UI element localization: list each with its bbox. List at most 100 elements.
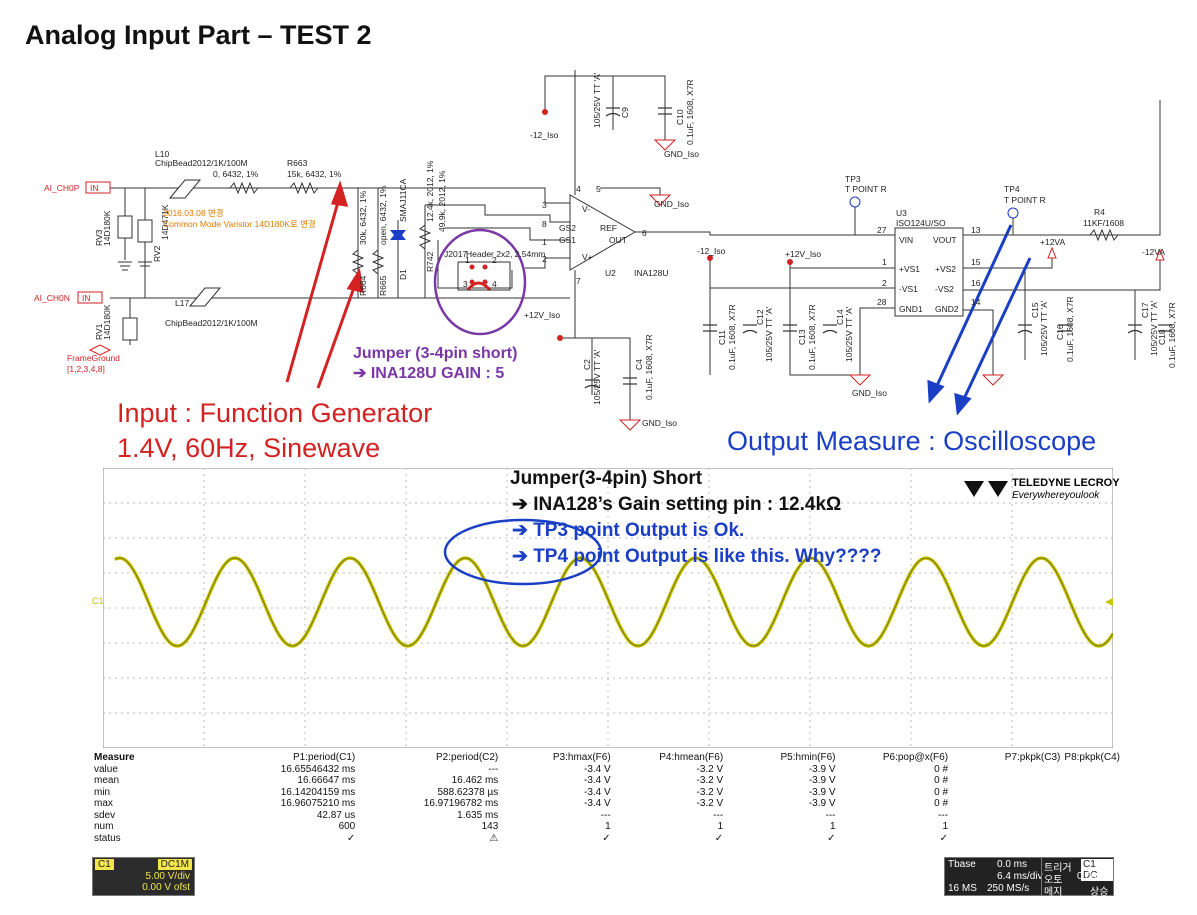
tp3-ref: TP3 (845, 174, 861, 184)
u3-pin-vin: VIN (899, 235, 913, 245)
trigger-slope: 상승 (1090, 887, 1109, 898)
measure-cell: 1 (605, 821, 611, 832)
c16-ref: C16 (1055, 324, 1065, 340)
r662-zigzag (229, 181, 259, 195)
jumper-pin-4: 4 (492, 279, 497, 289)
measure-cell (1062, 833, 1122, 845)
trigger-label: 트리거 (1044, 863, 1072, 874)
channel-info-box[interactable]: C1 DC1M 5.00 V/div 0.00 V ofst (92, 857, 195, 896)
c4-val: 0.1uF, 1608, X7R (644, 334, 654, 400)
c18-ref: C18 (1157, 329, 1167, 345)
c13-val: 0.1uF, 1608, X7R (807, 304, 817, 370)
c17-ref: C17 (1140, 302, 1150, 318)
input-annotation-line1: Input : Function Generator (117, 398, 433, 428)
u3-pin-vs2p: +VS2 (935, 264, 956, 274)
measure-cell (950, 833, 1062, 845)
rv1-box (122, 317, 138, 341)
c15-val: 105/25V TT 'A' (1039, 300, 1049, 356)
trigger-channel: C1 DC (1081, 859, 1113, 881)
measure-cell: 588.62378 µs (437, 786, 499, 798)
measure-cell: mean (94, 775, 120, 786)
pin-vplus: V+ (582, 252, 593, 262)
measure-cell: 0 # (934, 763, 949, 775)
measure-cell: 16.65546432 ms (280, 763, 356, 775)
measure-cell: 1 (829, 821, 836, 832)
measure-cell: status (94, 832, 121, 844)
r665-zigzag (371, 249, 385, 275)
u3-pin-vout: VOUT (933, 235, 957, 245)
measure-cell (1062, 775, 1122, 787)
measure-cell: 16.97196782 ms (423, 798, 499, 809)
u3-pin-vs1p: +VS1 (899, 264, 920, 274)
r665-ref: R665 (378, 275, 388, 296)
r4-ref: R4 (1094, 207, 1105, 217)
channel-name: C1 (95, 859, 114, 870)
measure-cell: --- (825, 809, 836, 821)
measure-header-8: P8:pkpk(C4) (1064, 752, 1120, 763)
measure-cell: --- (600, 809, 611, 821)
r662-val: 0, 6432, 1% (213, 169, 259, 179)
note-line4: ➔ TP4 point Output is like this. Why???? (512, 546, 882, 567)
jumper-ref: J2017 (444, 249, 467, 259)
iso124-symbol (894, 227, 964, 317)
u3-pin-13: 13 (971, 225, 981, 235)
net-ai-ch0n: AI_CH0N (34, 293, 70, 303)
measure-header-0: Measure (94, 752, 135, 763)
r4-val: 11KF/1608 (1083, 218, 1124, 228)
measure-cell (1062, 787, 1122, 799)
output-arrow-2 (960, 257, 1032, 404)
input-arrow-1 (285, 194, 342, 383)
measure-header-1: P1:period(C1) (292, 752, 356, 763)
measure-cell: -3.4 V (583, 786, 611, 798)
measure-cell: --- (938, 809, 949, 821)
measure-cell (950, 787, 1062, 799)
d1-val: SMAJ11CA (398, 178, 408, 222)
measure-cell: value (94, 763, 118, 775)
tp3-point (849, 196, 861, 208)
c9-ref: C9 (620, 107, 630, 118)
net-gnd-iso-mid: GND_Iso (654, 199, 689, 209)
pin-out: OUT (609, 235, 627, 245)
u3-pin-vs2n: -VS2 (935, 284, 954, 294)
c12-ref: C12 (755, 309, 765, 325)
jumper-val: Header 2x2, 2.54mm (466, 249, 545, 259)
revision-note-text: Common Mode Varistor 14D180K로 변경 (163, 219, 316, 229)
jumper-pin-3: 3 (463, 279, 468, 289)
c13-ref: C13 (797, 329, 807, 345)
measure-cell: 16.14204159 ms (280, 786, 356, 798)
net-frame-pins: [1,2,3,4,8] (67, 364, 105, 374)
net-pos12-iso-u3: +12V_Iso (785, 249, 821, 259)
channel-offset: 0.00 V ofst (142, 882, 190, 893)
gnd-iso-top (653, 139, 677, 151)
r664-zigzag (351, 249, 365, 275)
l17-bead (188, 287, 222, 307)
measure-cell: -3.4 V (583, 775, 611, 786)
measure-cell: sdev (94, 809, 116, 821)
rv1-val: 14D180K (102, 304, 112, 340)
jumper-highlight-circle (433, 228, 527, 336)
ch0p-in-tag: IN (90, 183, 99, 193)
brand-slogan: Everywhereyoulook (1012, 490, 1100, 501)
measure-cell (1062, 798, 1122, 810)
u3-pin-gnd2: GND2 (935, 304, 959, 314)
table-row: status✓⚠✓✓✓✓ (92, 833, 1122, 845)
u3-pin-28: 28 (877, 297, 887, 307)
net-ai-ch0p: AI_CH0P (44, 183, 80, 193)
measure-cell (1062, 810, 1122, 822)
c11-ref: C11 (717, 330, 727, 345)
measure-cell: 1.635 ms (457, 809, 499, 821)
tp4-point (1007, 207, 1019, 219)
timebase-info-box[interactable]: Tbase 0.0 ms 6.4 ms/div 16 MS 250 MS/s 트… (944, 857, 1114, 898)
pin-vminus: V- (582, 204, 590, 214)
ch0n-in-tag: IN (82, 293, 91, 303)
pin-6: 6 (642, 228, 647, 238)
teledyne-logo: TELEDYNE LECROY Everywhereyoulook (962, 477, 1120, 501)
note-line1: Jumper(3-4pin) Short (510, 468, 703, 489)
trigger-state: 메지 (1044, 887, 1063, 898)
c2-val: 105/25V TT 'A' (592, 349, 602, 405)
u3-pin-gnd1: GND1 (899, 304, 923, 314)
r663-zigzag (289, 181, 319, 195)
